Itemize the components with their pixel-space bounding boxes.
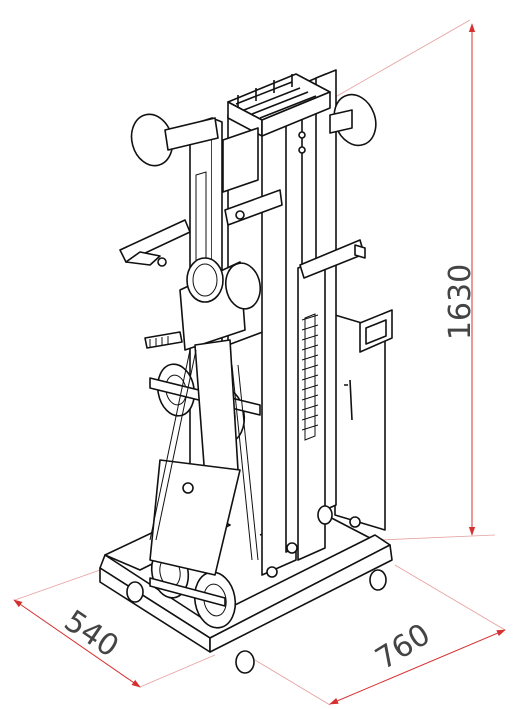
middle-right-arm — [299, 239, 366, 279]
middle-left-arm — [119, 189, 283, 267]
width-label: 760 — [369, 617, 436, 677]
lift-illustration — [99, 69, 393, 674]
base-frame — [99, 509, 393, 653]
winch-assembly — [144, 257, 262, 351]
bolts — [182, 131, 361, 578]
height-label: 1630 — [443, 264, 478, 340]
rear-bracket — [334, 309, 393, 531]
top-right-pad — [329, 93, 377, 147]
upper-wheels — [149, 339, 261, 479]
width-dimension-line — [329, 629, 506, 705]
top-carriage — [227, 73, 331, 137]
lower-wheels — [149, 459, 241, 629]
straps — [149, 349, 259, 561]
width-dimension: 760 — [329, 617, 506, 705]
top-left-pad — [130, 113, 219, 167]
depth-dimension-line — [13, 599, 141, 688]
extension-lines — [14, 19, 506, 706]
depth-dimension: 540 — [13, 599, 141, 688]
casters — [126, 505, 387, 674]
depth-label: 540 — [58, 604, 125, 665]
height-dimension: 1630 — [443, 23, 478, 536]
